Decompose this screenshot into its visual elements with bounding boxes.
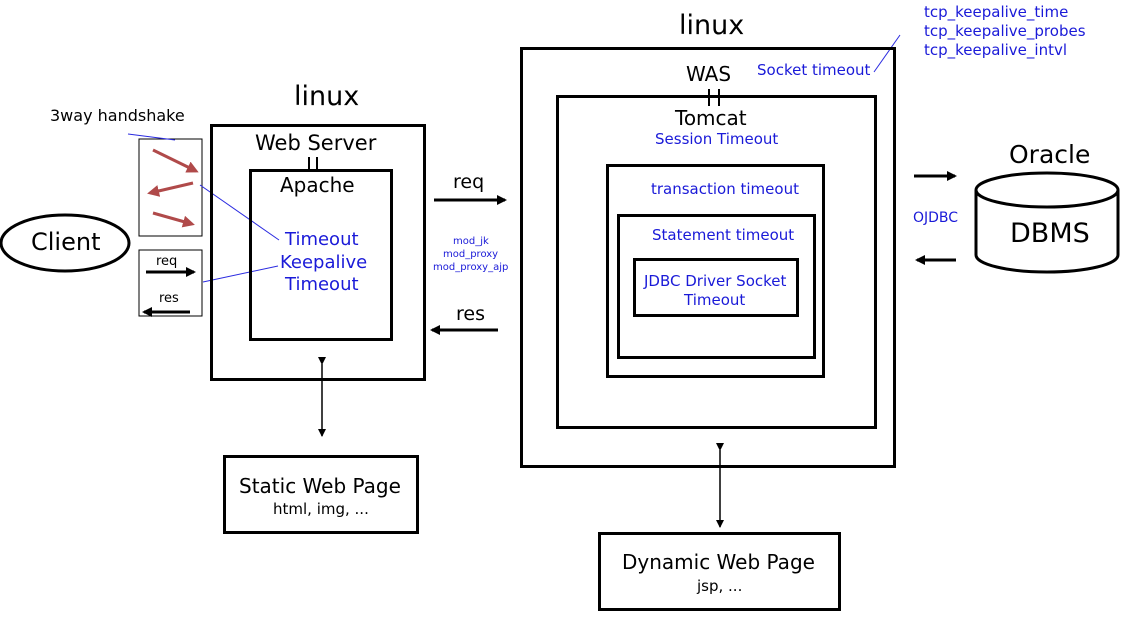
dbms-cylinder <box>974 171 1120 274</box>
handshake-callout-line <box>127 133 176 141</box>
client-conn-box <box>138 249 203 317</box>
dynamic-page-title: Dynamic Web Page <box>622 550 815 574</box>
timeout-callout-line <box>199 184 280 241</box>
kernel-param-keepalive-probes: tcp_keepalive_probes <box>924 22 1086 40</box>
transaction-box <box>606 164 825 378</box>
handshake-label: 3way handshake <box>50 106 185 125</box>
tomcat-label: Tomcat <box>675 106 747 130</box>
statement-timeout-label: Statement timeout <box>652 226 795 244</box>
apache-keepalive-label: Keepalive <box>280 252 368 273</box>
static-page-box <box>223 455 419 534</box>
jdbc-timeout-label: Timeout <box>684 291 746 309</box>
ojdbc-label: OJDBC <box>913 210 959 226</box>
kernel-param-keepalive-time: tcp_keepalive_time <box>924 3 1069 21</box>
socket-timeout-label: Socket timeout <box>757 61 871 79</box>
statement-box <box>617 214 816 359</box>
client-label: Client <box>31 228 101 256</box>
was-host-os-label: linux <box>679 10 745 41</box>
dbms-label: DBMS <box>1010 218 1090 249</box>
dynamic-page-box <box>598 532 841 611</box>
client-res-label: res <box>159 291 179 306</box>
middle-res-label: res <box>456 303 485 325</box>
tomcat-box <box>556 95 877 429</box>
handshake-arrow-synack <box>147 181 194 197</box>
web-server-box <box>210 124 426 381</box>
client-node <box>0 213 131 273</box>
module-mod-proxy: mod_proxy <box>443 249 499 260</box>
web-host-os-label: linux <box>294 81 360 112</box>
session-timeout-label: Session Timeout <box>655 130 779 148</box>
was-label: WAS <box>686 62 732 86</box>
handshake-arrow-ack <box>152 211 195 228</box>
kernel-callout-line <box>873 34 901 73</box>
kernel-param-keepalive-intvl: tcp_keepalive_intvl <box>924 41 1068 59</box>
jdbc-box <box>633 258 799 317</box>
middle-req-label: req <box>453 171 485 193</box>
static-page-title: Static Web Page <box>239 474 401 498</box>
apache-timeout-label: Timeout <box>285 229 359 250</box>
keepalive-callout-line <box>202 265 279 283</box>
static-page-sub: html, img, ... <box>273 500 369 518</box>
apache-keepalive-timeout-label: Timeout <box>285 274 359 295</box>
module-mod-jk: mod_jk <box>453 236 489 247</box>
apache-box <box>249 169 393 341</box>
handshake-arrow-syn <box>152 148 199 173</box>
web-server-label: Web Server <box>255 131 377 155</box>
client-req-label: req <box>156 254 178 269</box>
was-host-box <box>520 47 896 468</box>
dynamic-page-sub: jsp, ... <box>697 577 743 595</box>
jdbc-socket-label: JDBC Driver Socket <box>644 272 787 290</box>
oracle-label: Oracle <box>1009 140 1091 169</box>
apache-label: Apache <box>280 173 355 197</box>
module-mod-proxy-ajp: mod_proxy_ajp <box>433 262 509 273</box>
transaction-timeout-label: transaction timeout <box>651 180 799 198</box>
